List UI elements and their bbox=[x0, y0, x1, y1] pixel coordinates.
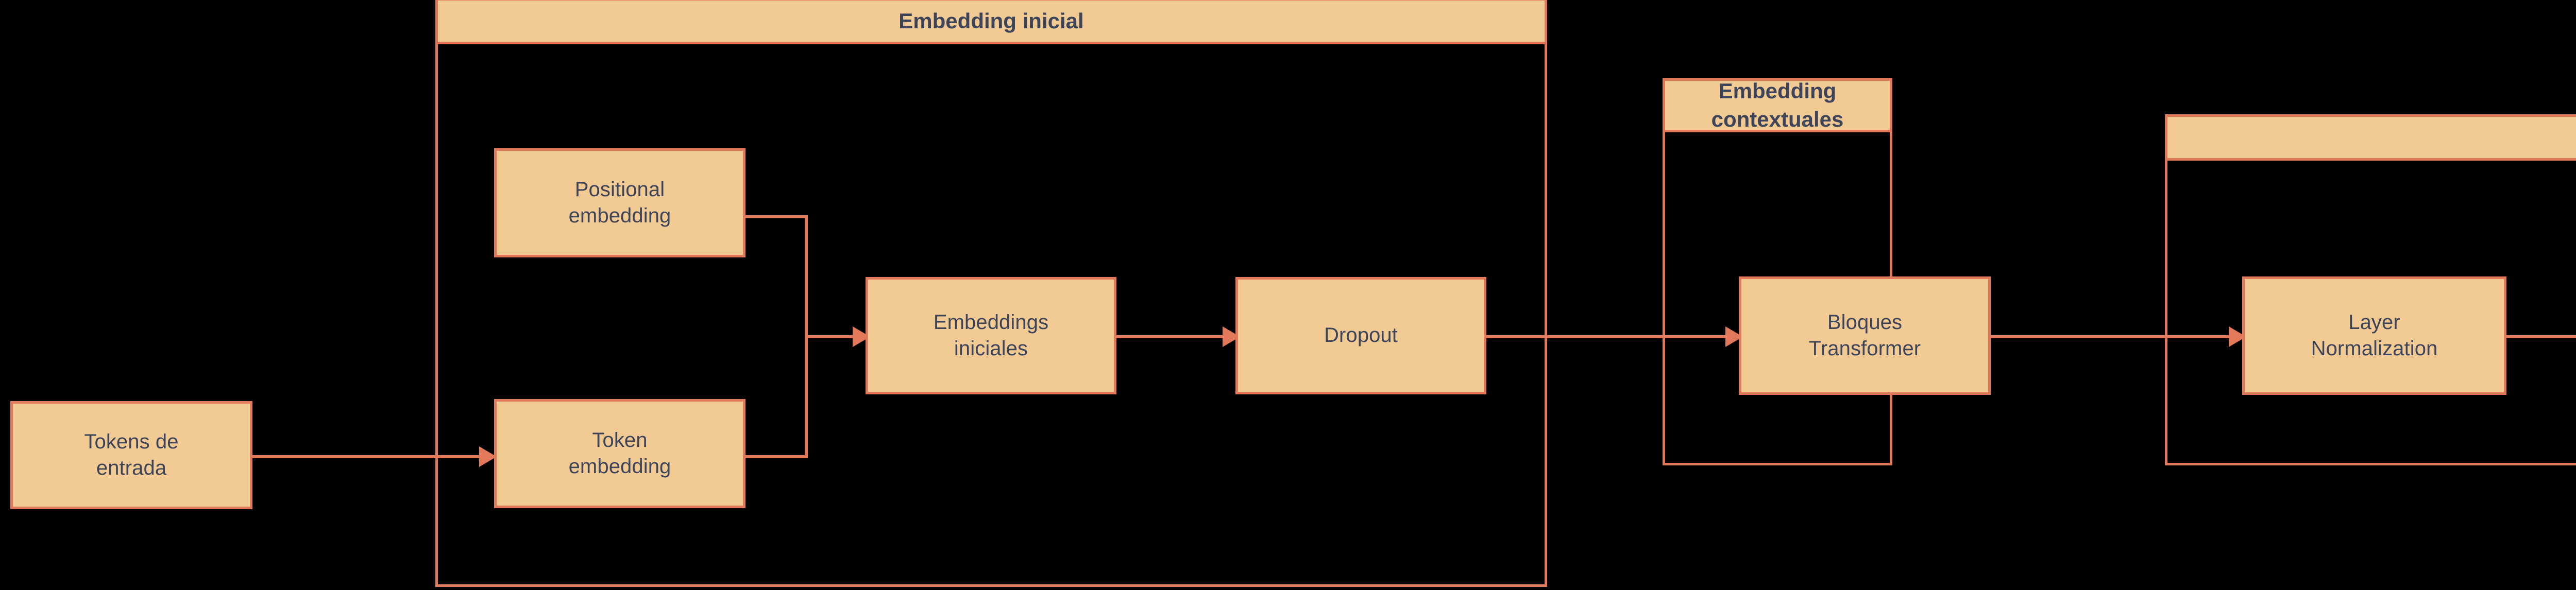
edge-initial-embeddings-to-dropout bbox=[1115, 335, 1229, 338]
node-layer-normalization-label: Layer Normalization bbox=[2311, 310, 2438, 360]
node-tokens-de-entrada[interactable]: Tokens de entrada bbox=[10, 401, 252, 509]
edge-dropout-to-transformer bbox=[1485, 335, 1733, 338]
node-positional-embedding[interactable]: Positional embedding bbox=[494, 148, 745, 257]
node-token-embedding-label: Token embedding bbox=[568, 428, 671, 478]
edge-token-embedding-stub bbox=[745, 455, 808, 458]
node-bloques-transformer[interactable]: Bloques Transformer bbox=[1739, 276, 1991, 395]
group-embedding-contextuales bbox=[1663, 78, 1892, 465]
node-token-embedding[interactable]: Token embedding bbox=[494, 399, 745, 508]
edge-tokens-to-token-embedding bbox=[252, 455, 485, 458]
arrowhead-token-embedding bbox=[479, 446, 497, 467]
node-positional-embedding-label: Positional embedding bbox=[568, 178, 671, 227]
node-dropout-label: Dropout bbox=[1324, 324, 1398, 347]
node-embeddings-iniciales-label: Embeddings iniciales bbox=[933, 310, 1049, 360]
edge-layernorm-to-language-head bbox=[2505, 335, 2576, 338]
node-layer-normalization[interactable]: Layer Normalization bbox=[2242, 276, 2506, 395]
edge-positional-stub bbox=[745, 215, 808, 218]
node-tokens-de-entrada-label: Tokens de entrada bbox=[84, 430, 179, 479]
node-dropout[interactable]: Dropout bbox=[1235, 277, 1486, 394]
group-header-cabezal-prediccion: Cabezal de predicción bbox=[2165, 114, 2576, 161]
group-header-embedding-contextuales-label: Embedding contextuales bbox=[1711, 78, 1844, 131]
group-header-embedding-contextuales: Embedding contextuales bbox=[1663, 78, 1892, 132]
node-bloques-transformer-label: Bloques Transformer bbox=[1808, 310, 1921, 360]
edge-transformer-to-layernorm bbox=[1990, 335, 2236, 338]
node-embeddings-iniciales[interactable]: Embeddings iniciales bbox=[866, 277, 1116, 394]
edge-merge-to-initial-embeddings bbox=[805, 335, 859, 338]
group-header-embedding-inicial: Embedding inicial bbox=[435, 0, 1547, 44]
group-header-embedding-inicial-label: Embedding inicial bbox=[899, 8, 1084, 33]
